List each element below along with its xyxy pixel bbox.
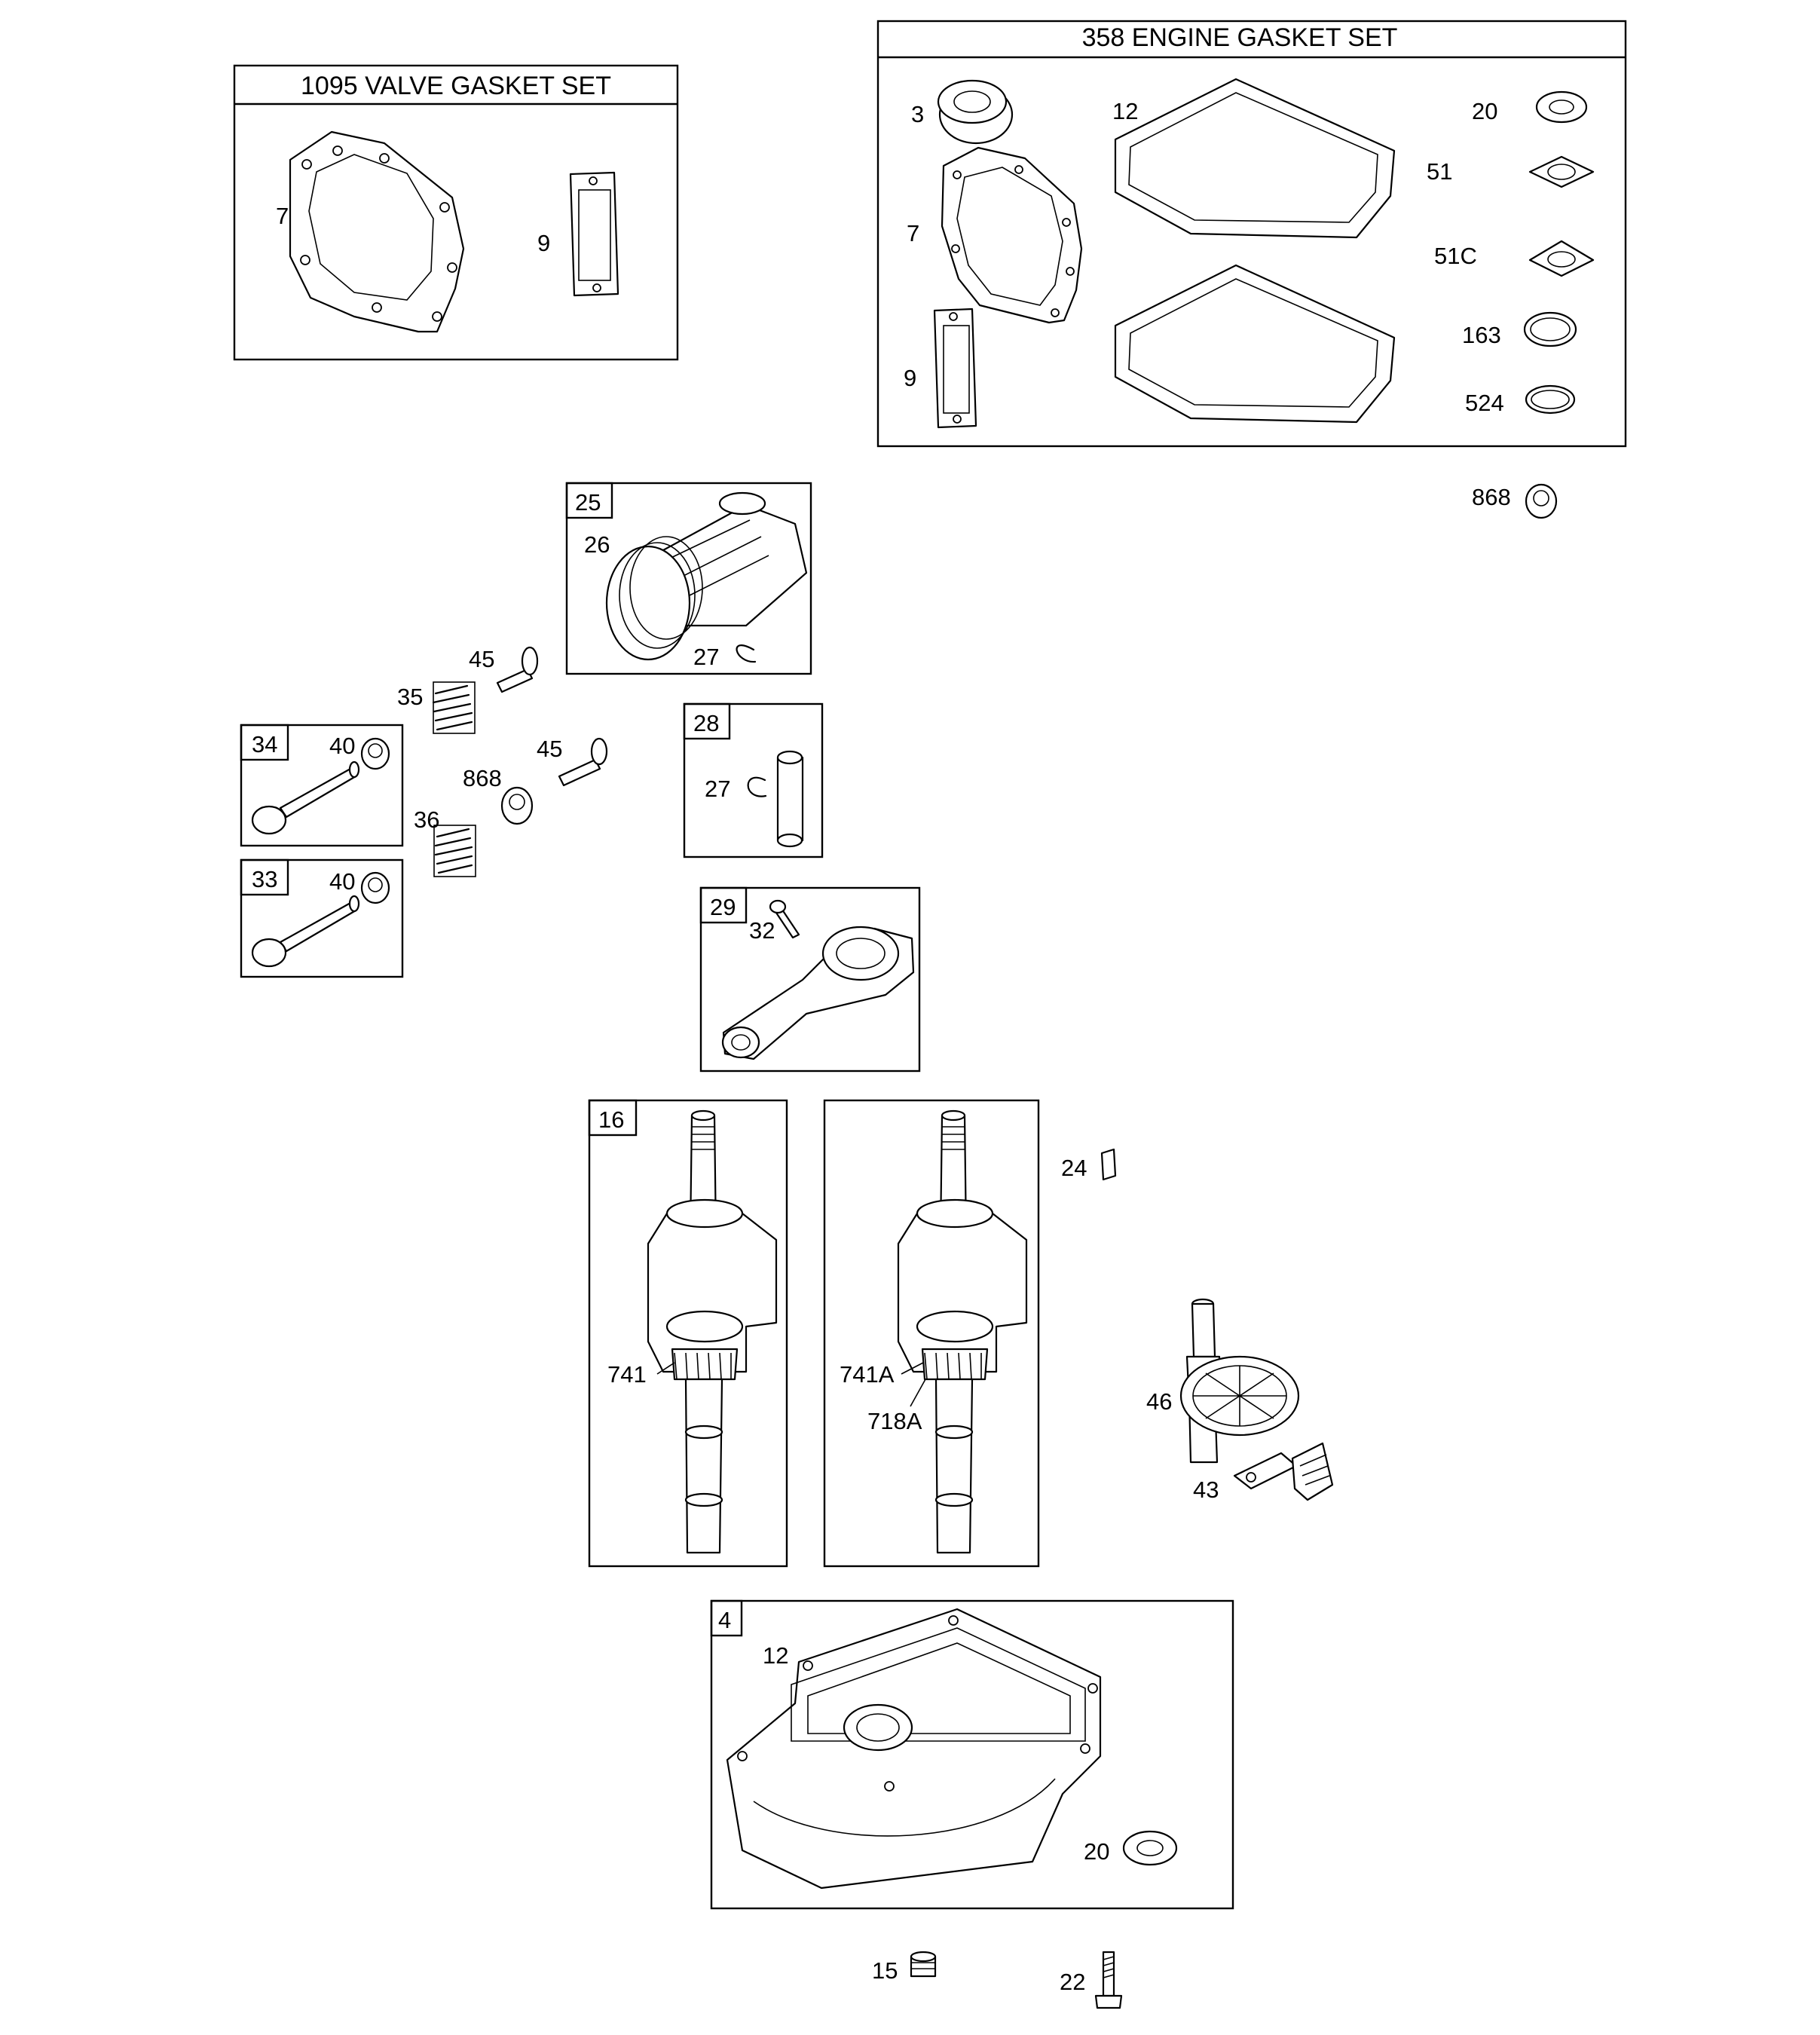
crankshaft-panel-variant: 741A 718A xyxy=(823,1099,1040,1568)
label-40a: 40 xyxy=(329,733,355,759)
crankcase-gasket-lower[interactable] xyxy=(1114,264,1396,424)
crankshaft-variant[interactable] xyxy=(897,1109,1028,1554)
label-15: 15 xyxy=(872,1957,898,1984)
clip-27b[interactable] xyxy=(747,776,767,797)
piston-pin-panel-28: 28 27 xyxy=(683,702,824,858)
exhaust-gasket-9[interactable] xyxy=(933,308,977,429)
valve-seal-40a[interactable] xyxy=(360,737,390,770)
label-163: 163 xyxy=(1462,322,1501,348)
governor-43[interactable] xyxy=(1233,1442,1334,1501)
label-7: 7 xyxy=(276,203,289,229)
label-12-cover: 12 xyxy=(763,1642,788,1669)
connecting-rod[interactable] xyxy=(721,926,915,1060)
label-45b: 45 xyxy=(537,736,562,762)
label-20: 20 xyxy=(1472,98,1497,124)
crankcase-cover[interactable] xyxy=(726,1608,1102,1890)
label-24: 24 xyxy=(1061,1155,1087,1181)
label-9: 9 xyxy=(537,230,550,256)
valve-seal-868-top[interactable] xyxy=(1525,483,1558,519)
crankshaft-panel-16: 16 741 xyxy=(588,1099,788,1568)
box-label-33: 33 xyxy=(252,866,277,892)
crankcase-cover-panel-4: 4 12 20 xyxy=(710,1599,1234,1910)
label-868b: 868 xyxy=(463,765,502,791)
bolt-22[interactable] xyxy=(1094,1951,1123,2009)
box-label-25: 25 xyxy=(575,489,601,516)
rod-bolt-32[interactable] xyxy=(769,899,800,939)
exhaust-gasket[interactable] xyxy=(569,171,619,297)
label-9-engine: 9 xyxy=(904,365,916,391)
cylinder-head-gasket[interactable] xyxy=(289,130,465,333)
crankcase-gasket-upper[interactable] xyxy=(1114,78,1396,239)
label-35: 35 xyxy=(397,684,423,710)
label-51c: 51C xyxy=(1434,243,1477,269)
intake-valve-panel-33: 33 40 xyxy=(240,858,404,978)
valve-gasket-set-title: 1095 VALVE GASKET SET xyxy=(301,72,611,100)
valve-seal-868b[interactable] xyxy=(500,786,534,825)
label-51: 51 xyxy=(1427,158,1452,185)
box-label-28: 28 xyxy=(693,710,719,736)
oil-seal-20[interactable] xyxy=(1535,90,1588,124)
valve-spring-35[interactable] xyxy=(432,681,476,734)
label-7-engine: 7 xyxy=(907,220,919,246)
label-12: 12 xyxy=(1112,98,1138,124)
engine-gasket-set-panel: 358 ENGINE GASKET SET 3 12 7 9 xyxy=(876,20,1627,448)
gasket-51c[interactable] xyxy=(1528,240,1595,277)
oil-seal-3[interactable] xyxy=(937,79,1014,145)
label-22: 22 xyxy=(1060,1969,1085,1995)
piston-pin[interactable] xyxy=(776,750,804,848)
label-741a: 741A xyxy=(840,1361,895,1388)
label-20-cover: 20 xyxy=(1084,1838,1109,1865)
head-gasket-7[interactable] xyxy=(941,146,1083,324)
label-36: 36 xyxy=(414,806,439,833)
box-label-29: 29 xyxy=(710,894,736,920)
engine-gasket-set-title: 358 ENGINE GASKET SET xyxy=(1082,23,1398,52)
piston-panel-25: 25 26 27 xyxy=(565,482,812,675)
plug-15[interactable] xyxy=(910,1951,937,1978)
camshaft-46[interactable] xyxy=(1179,1298,1300,1464)
label-40b: 40 xyxy=(329,868,355,895)
label-26: 26 xyxy=(584,531,610,558)
label-45a: 45 xyxy=(469,646,494,672)
exhaust-valve[interactable] xyxy=(251,760,360,835)
label-718a: 718A xyxy=(867,1408,922,1434)
label-27b: 27 xyxy=(705,776,730,802)
valve-cap-45a[interactable] xyxy=(496,646,539,693)
box-label-4: 4 xyxy=(718,1607,731,1633)
valve-cap-45b[interactable] xyxy=(558,737,608,787)
valve-gasket-set-panel: 1095 VALVE GASKET SET 7 9 xyxy=(233,64,679,361)
key-24[interactable] xyxy=(1100,1148,1117,1181)
valve-seal-40b[interactable] xyxy=(360,871,390,904)
piston[interactable] xyxy=(662,491,808,627)
label-524: 524 xyxy=(1465,390,1504,416)
crankshaft[interactable] xyxy=(647,1109,778,1554)
piston-rings[interactable] xyxy=(605,536,703,661)
gasket-51[interactable] xyxy=(1528,155,1595,188)
connecting-rod-panel-29: 29 32 xyxy=(699,886,921,1073)
label-741: 741 xyxy=(607,1361,647,1388)
intake-valve[interactable] xyxy=(251,895,360,968)
oil-seal-20-cover[interactable] xyxy=(1122,1830,1178,1866)
label-43: 43 xyxy=(1193,1477,1219,1503)
box-label-34: 34 xyxy=(252,731,277,757)
seal-524[interactable] xyxy=(1525,384,1576,415)
clip-27a[interactable] xyxy=(736,644,757,663)
label-868-top: 868 xyxy=(1472,484,1511,510)
label-27a: 27 xyxy=(693,644,719,670)
exhaust-valve-panel-34: 34 40 xyxy=(240,724,404,847)
box-label-16: 16 xyxy=(598,1106,624,1133)
label-46: 46 xyxy=(1146,1388,1172,1415)
label-32: 32 xyxy=(749,917,775,944)
valve-spring-36[interactable] xyxy=(433,825,476,877)
label-3: 3 xyxy=(911,101,924,127)
seal-163[interactable] xyxy=(1523,311,1577,347)
